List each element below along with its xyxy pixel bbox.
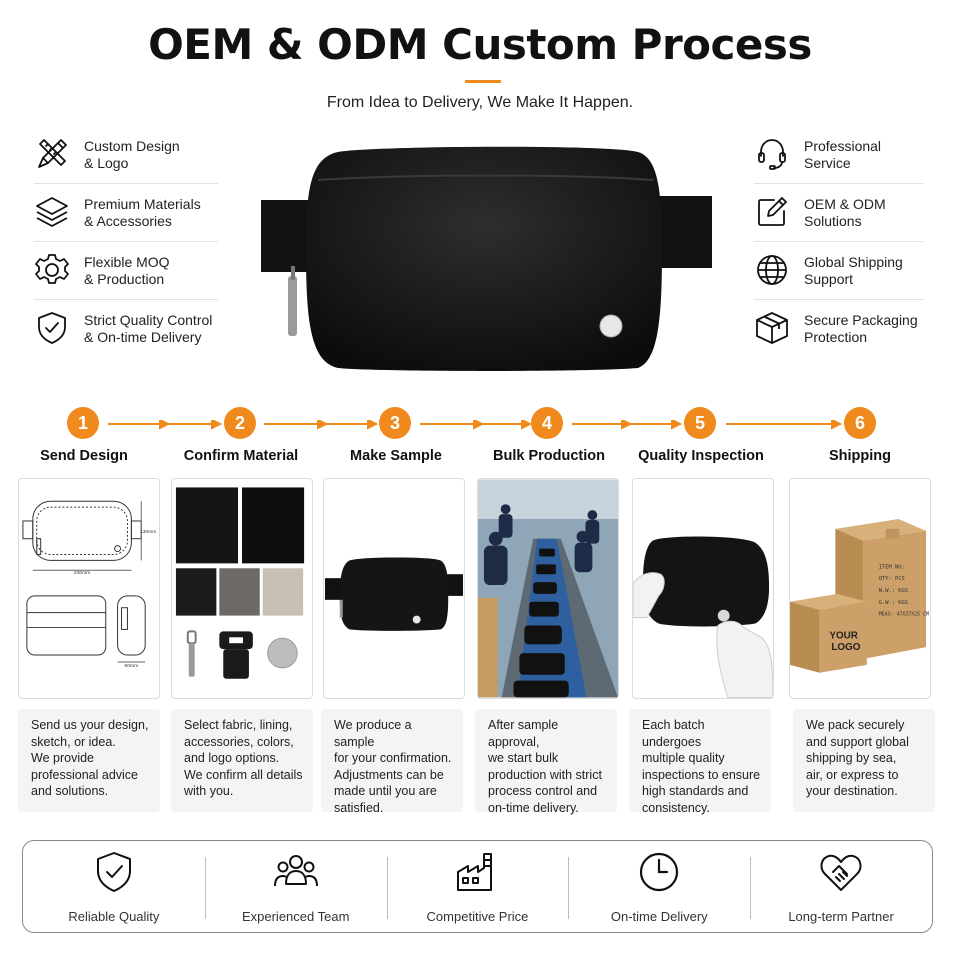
step-number-2: 2: [224, 407, 256, 439]
step-number-5: 5: [684, 407, 716, 439]
benefit-competitive-price: Competitive Price: [386, 841, 569, 932]
benefit-label: Reliable Quality: [68, 908, 160, 924]
features-right: Professional Service OEM & ODM Solutions…: [754, 126, 924, 358]
box-label-line: G.W.: KGS: [879, 600, 908, 606]
benefit-label: Experienced Team: [241, 908, 350, 924]
your-logo-mark-2: LOGO: [831, 642, 860, 653]
benefit-on-time-delivery: On-time Delivery: [568, 841, 750, 932]
step-3-description: We produce a sample for your confirmatio…: [321, 709, 463, 815]
step-1-description: Send us your design, sketch, or idea. We…: [18, 709, 160, 812]
step-5-description: Each batch undergoes multiple quality in…: [629, 709, 771, 815]
feature-label: Secure Packaging Protection: [804, 312, 918, 345]
box-label-line: ITEM NO:: [879, 564, 905, 570]
step-title-4: Bulk Production: [493, 448, 605, 464]
benefit-label: Competitive Price: [426, 908, 529, 924]
box-label-line: MEAS: 47X37X25 CM: [879, 612, 929, 618]
step-2-description: Select fabric, lining, accessories, colo…: [171, 709, 313, 812]
feature-label: Flexible MOQ & Production: [84, 253, 170, 287]
step-6-shipping-image: ITEM NO: QTY: PCS N.W.: KGS G.W.: KGS ME…: [789, 478, 931, 699]
feature-label: Professional Service: [804, 137, 882, 171]
your-logo-mark: YOUR: [829, 630, 857, 641]
benefits-footer: Reliable Quality Experienced Team Compet…: [22, 840, 933, 933]
steps-connector: [108, 420, 843, 430]
feature-label: Strict Quality Control & On-time Deliver…: [84, 312, 213, 345]
step-number-3: 3: [379, 407, 411, 439]
benefit-experienced-team: Experienced Team: [204, 841, 387, 932]
design-tools-icon: [34, 136, 72, 174]
step-number-6: 6: [844, 407, 876, 439]
feature-label: Custom Design & Logo: [84, 137, 180, 171]
step-number-4: 4: [531, 407, 563, 439]
shield-check-icon: [34, 310, 72, 348]
sketch-height-label: 130mm: [140, 529, 156, 535]
box-icon: [754, 310, 792, 348]
step-6-description: We pack securely and support global ship…: [793, 709, 935, 812]
edit-icon: [754, 194, 792, 232]
feature-oem-odm: OEM & ODM Solutions: [754, 184, 924, 242]
feature-quality-control: Strict Quality Control & On-time Deliver…: [34, 300, 218, 358]
step-4-description: After sample approval, we start bulk pro…: [475, 709, 617, 815]
headset-icon: [754, 136, 792, 174]
feature-label: OEM & ODM Solutions: [804, 195, 886, 229]
feature-label: Premium Materials & Accessories: [84, 195, 201, 229]
step-title-1: Send Design: [40, 448, 128, 464]
step-title-2: Confirm Material: [183, 448, 299, 464]
benefit-label: Long-term Partner: [788, 908, 894, 924]
feature-flexible-moq: Flexible MOQ & Production: [34, 242, 218, 300]
step-title-3: Make Sample: [350, 448, 442, 464]
step-number-1: 1: [67, 407, 99, 439]
feature-label: Global Shipping Support: [804, 253, 903, 287]
feature-custom-design: Custom Design & Logo: [34, 126, 218, 184]
feature-professional-service: Professional Service: [754, 126, 924, 184]
factory-icon: [455, 850, 499, 909]
gear-icon: [34, 252, 72, 290]
benefit-reliable-quality: Reliable Quality: [23, 841, 205, 932]
product-hero-image: [258, 140, 718, 380]
shield-check-icon: [92, 850, 136, 909]
feature-global-shipping: Global Shipping Support: [754, 242, 924, 300]
step-title-5: Quality Inspection: [638, 448, 764, 464]
box-label-line: N.W.: KGS: [879, 588, 908, 594]
box-label-line: QTY: PCS: [879, 576, 905, 582]
step-2-materials-image: [171, 478, 313, 699]
globe-icon: [754, 252, 792, 290]
team-icon: [273, 850, 318, 909]
title-accent-bar: [465, 80, 501, 83]
features-left: Custom Design & Logo Premium Materials &…: [34, 126, 218, 358]
page-title: OEM & ODM Custom Process: [148, 20, 812, 69]
step-3-sample-image: [323, 478, 465, 699]
step-title-6: Shipping: [828, 448, 891, 464]
handshake-heart-icon: [819, 850, 863, 909]
feature-premium-materials: Premium Materials & Accessories: [34, 184, 218, 242]
sketch-width-label: 230mm: [74, 570, 90, 576]
layers-icon: [34, 194, 72, 232]
step-1-sketch-image: 230mm 130mm 60mm: [18, 478, 160, 699]
step-5-inspection-image: [632, 478, 774, 699]
sketch-depth-label: 60mm: [125, 663, 139, 669]
benefit-label: On-time Delivery: [610, 908, 708, 924]
page-subtitle: From Idea to Delivery, We Make It Happen…: [326, 94, 634, 111]
benefit-long-term-partner: Long-term Partner: [750, 841, 932, 932]
step-4-production-image: [477, 478, 619, 699]
clock-icon: [637, 850, 681, 909]
feature-secure-packaging: Secure Packaging Protection: [754, 300, 924, 358]
